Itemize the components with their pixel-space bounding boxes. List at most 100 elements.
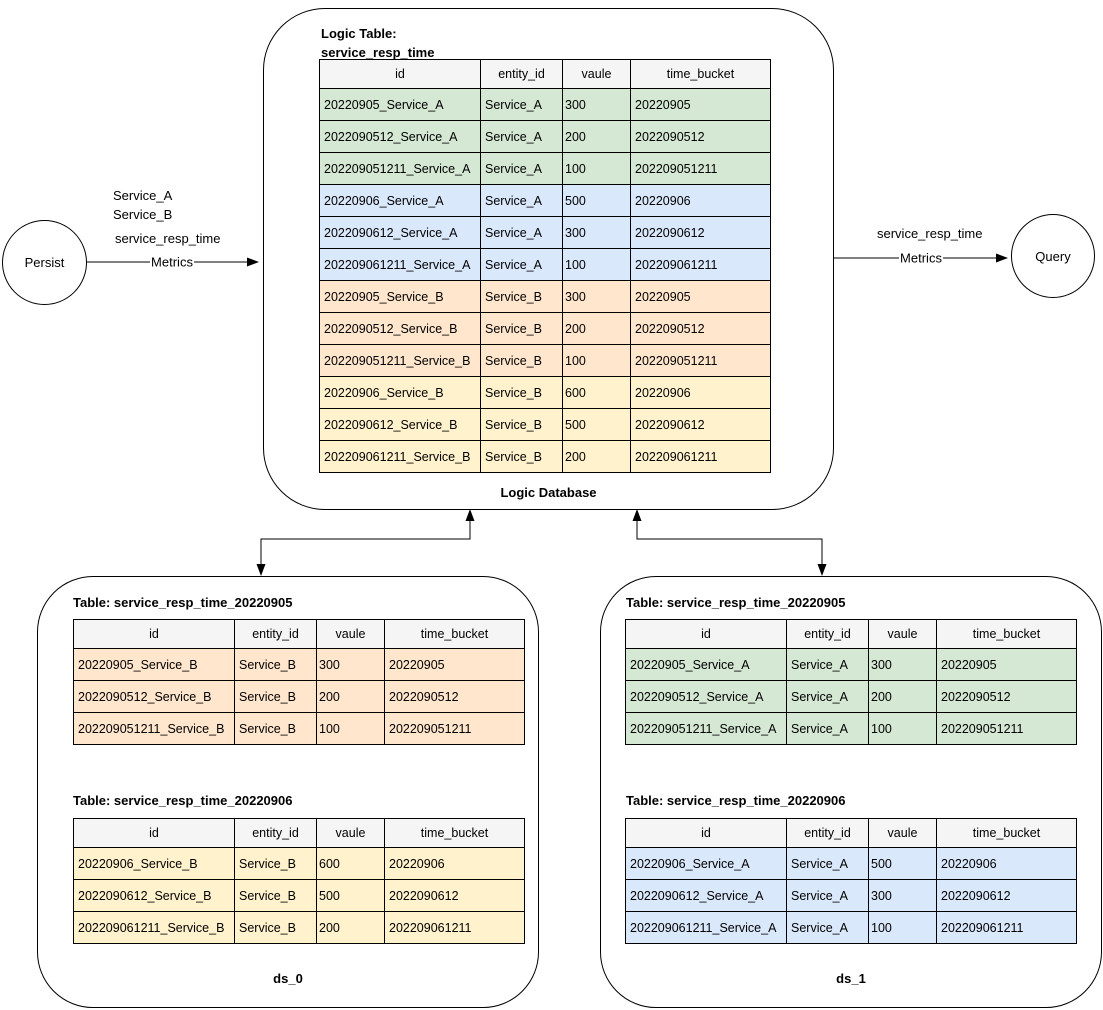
column-header-id: id [319,59,481,89]
cell-time-bucket: 20220906 [936,847,1077,880]
ds1-connector-line [636,521,823,564]
table-row: 2022090612_Service_B Service_B 500 20220… [73,879,525,912]
arrow-up-icon [465,509,475,521]
cell-time-bucket: 202209061211 [630,248,771,281]
cell-id: 2022090612_Service_B [73,879,235,912]
cell-time-bucket: 2022090512 [936,680,1077,713]
cell-vaule: 300 [562,280,631,313]
ds0-table2-header-row: id entity_id vaule time_bucket [73,818,525,848]
column-header-entity-id: entity_id [480,59,563,89]
logic-table: id entity_id vaule time_bucket 20220905_… [319,59,771,473]
cell-time-bucket: 2022090512 [384,680,525,713]
arrow-up-icon [632,509,642,521]
ds0-node: Table: service_resp_time_20220905 id ent… [37,576,539,1008]
cell-id: 20220906_Service_B [319,376,481,409]
cell-vaule: 200 [316,911,385,944]
arrow-right-icon [247,257,259,267]
left-edge-metrics-label: Metrics [150,254,194,270]
cell-entity-id: Service_A [480,88,563,121]
cell-vaule: 100 [868,911,937,944]
cell-entity-id: Service_B [234,680,317,713]
right-flow-metric-label: service_resp_time [877,226,983,241]
cell-entity-id: Service_A [480,152,563,185]
cell-vaule: 200 [562,440,631,473]
table-row: 20220905_Service_B Service_B 300 2022090… [319,280,771,313]
cell-time-bucket: 20220905 [384,648,525,681]
query-label: Query [1035,248,1071,264]
cell-vaule: 100 [316,712,385,745]
table-row: 20220905_Service_B Service_B 300 2022090… [73,648,525,681]
cell-time-bucket: 202209061211 [630,440,771,473]
cell-time-bucket: 20220906 [630,184,771,217]
cell-vaule: 100 [562,344,631,377]
ds0-connector-line [260,521,471,564]
ds1-table2: id entity_id vaule time_bucket 20220906_… [625,818,1077,944]
cell-id: 202209061211_Service_A [625,911,787,944]
cell-id: 202209051211_Service_B [319,344,481,377]
cell-id: 202209061211_Service_B [319,440,481,473]
cell-id: 20220906_Service_B [73,847,235,880]
cell-vaule: 100 [562,152,631,185]
cell-vaule: 500 [562,184,631,217]
cell-time-bucket: 20220905 [630,280,771,313]
logic-table-header-row: id entity_id vaule time_bucket [319,59,771,89]
cell-entity-id: Service_A [480,216,563,249]
cell-vaule: 300 [562,88,631,121]
table-row: 20220906_Service_B Service_B 600 2022090… [319,376,771,409]
table-row: 2022090512_Service_A Service_A 200 20220… [319,120,771,153]
ds0-table2: id entity_id vaule time_bucket 20220906_… [73,818,525,944]
cell-entity-id: Service_B [480,408,563,441]
cell-vaule: 300 [316,648,385,681]
cell-id: 2022090512_Service_A [319,120,481,153]
cell-id: 20220906_Service_A [625,847,787,880]
cell-vaule: 300 [868,648,937,681]
cell-vaule: 500 [868,847,937,880]
cell-entity-id: Service_B [480,440,563,473]
cell-entity-id: Service_A [480,184,563,217]
cell-entity-id: Service_A [786,879,869,912]
cell-time-bucket: 2022090512 [630,120,771,153]
cell-vaule: 500 [316,879,385,912]
column-header-time-bucket: time_bucket [384,818,525,848]
cell-entity-id: Service_B [234,847,317,880]
table-row: 202209051211_Service_B Service_B 100 202… [73,712,525,745]
cell-time-bucket: 2022090612 [936,879,1077,912]
column-header-vaule: vaule [562,59,631,89]
table-row: 2022090512_Service_A Service_A 200 20220… [625,680,1077,713]
column-header-id: id [73,619,235,649]
table-row: 2022090512_Service_B Service_B 200 20220… [319,312,771,345]
cell-time-bucket: 202209051211 [384,712,525,745]
cell-id: 2022090512_Service_B [73,680,235,713]
arrow-right-icon [996,253,1008,263]
cell-time-bucket: 20220906 [384,847,525,880]
cell-entity-id: Service_A [786,911,869,944]
column-header-entity-id: entity_id [234,619,317,649]
cell-time-bucket: 2022090612 [630,408,771,441]
column-header-entity-id: entity_id [234,818,317,848]
cell-time-bucket: 20220905 [630,88,771,121]
cell-entity-id: Service_B [480,376,563,409]
cell-entity-id: Service_B [234,879,317,912]
table-row: 2022090612_Service_A Service_A 300 20220… [625,879,1077,912]
right-edge-metrics-label: Metrics [899,250,943,266]
cell-time-bucket: 20220905 [936,648,1077,681]
cell-entity-id: Service_B [234,911,317,944]
cell-vaule: 300 [868,879,937,912]
cell-id: 20220905_Service_A [625,648,787,681]
column-header-vaule: vaule [316,818,385,848]
cell-entity-id: Service_A [786,648,869,681]
column-header-time-bucket: time_bucket [936,818,1077,848]
cell-time-bucket: 2022090612 [384,879,525,912]
cell-time-bucket: 2022090512 [630,312,771,345]
ds1-table1-title: Table: service_resp_time_20220905 [626,595,846,610]
column-header-vaule: vaule [316,619,385,649]
ds1-table1: id entity_id vaule time_bucket 20220905_… [625,619,1077,745]
column-header-id: id [625,619,787,649]
column-header-vaule: vaule [868,818,937,848]
ds1-table2-header-row: id entity_id vaule time_bucket [625,818,1077,848]
cell-entity-id: Service_B [480,280,563,313]
column-header-time-bucket: time_bucket [384,619,525,649]
cell-entity-id: Service_B [234,648,317,681]
cell-entity-id: Service_B [480,312,563,345]
